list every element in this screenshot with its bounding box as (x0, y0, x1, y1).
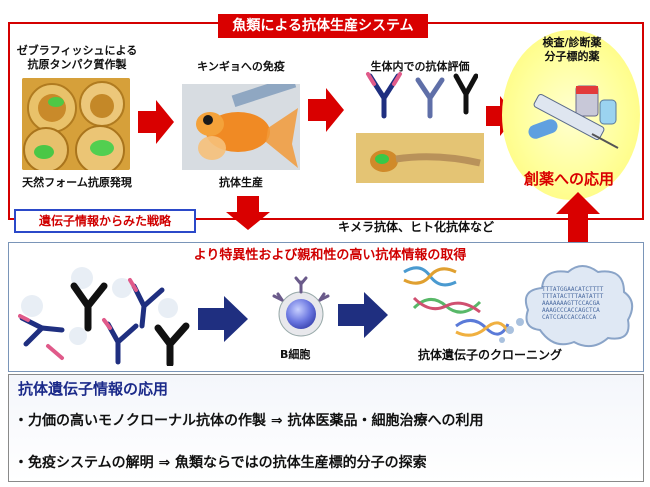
sequence-line: TTTATACTTTAATATTT (542, 293, 604, 300)
b-cell-image (268, 272, 334, 346)
sequence-line: TTTATGGAACATCTTTT (542, 286, 604, 293)
sequence-line: AAAAAAAGTTCCACGA (542, 300, 600, 307)
bottom-section-title: 抗体遺伝子情報の応用 (18, 380, 169, 398)
bullet-immune-system: ・免疫システムの解明 ⇒ 魚類ならではの抗体生産標的分子の探索 (14, 455, 427, 471)
step1-bottom-caption: 天然フォーム抗原発現 (22, 176, 132, 189)
top-section-title: 魚類による抗体生産システム (218, 14, 428, 38)
antibody-icons-evaluation (360, 72, 479, 124)
step3-caption: 生体内での抗体評価 (370, 60, 470, 73)
step4-caption: 検査/診断薬 分子標的薬 (542, 36, 602, 63)
sequence-line: AAAGCCCACCAGCTCA (542, 307, 600, 314)
bullet-monoclonal: ・力価の高いモノクローナル抗体の作製 ⇒ 抗体医薬品・細胞治療への利用 (14, 413, 484, 429)
red-arrow-down (226, 196, 270, 230)
blue-arrow-right-2 (338, 292, 388, 338)
zebrafish-egg-image (22, 78, 130, 170)
bottom-section-frame (8, 374, 644, 482)
b-cell-label: B細胞 (280, 348, 311, 361)
red-arrow-right-3 (486, 96, 516, 136)
blue-arrow-right-1 (198, 296, 248, 342)
cloning-label: 抗体遺伝子のクローニング (418, 348, 563, 362)
chimera-antibody-label: キメラ抗体、ヒト化抗体など (338, 220, 495, 234)
red-arrow-right-2 (308, 88, 344, 132)
drug-application-label: 創薬への応用 (523, 170, 614, 188)
sequence-cloud: TTTATGGAACATCTTTT TTTATACTTTAATATTT AAAA… (520, 260, 638, 352)
goldfish-image (182, 84, 300, 170)
sequence-text: TTTATGGAACATCTTTT TTTATACTTTAATATTT AAAA… (542, 286, 603, 321)
sequence-line: CATCCACCACCACCA (542, 314, 597, 321)
dna-helix-image (400, 262, 510, 346)
antibody-cluster-image (18, 266, 194, 370)
strategy-label: 遺伝子情報からみた戦略 (14, 209, 196, 233)
medicine-syringe-icon (522, 82, 624, 156)
thought-bubble-dots (498, 316, 524, 350)
red-arrow-up (556, 192, 600, 262)
step1-caption: ゼブラフィッシュによる 抗原タンパク質作製 (16, 44, 138, 71)
step2-bottom-caption: 抗体生産 (219, 176, 263, 189)
step2-caption: キンギョへの免疫 (197, 60, 285, 73)
red-arrow-right-1 (138, 100, 174, 144)
middle-section-title: より特異性および親和性の高い抗体情報の取得 (193, 248, 467, 263)
larva-image (356, 133, 484, 183)
